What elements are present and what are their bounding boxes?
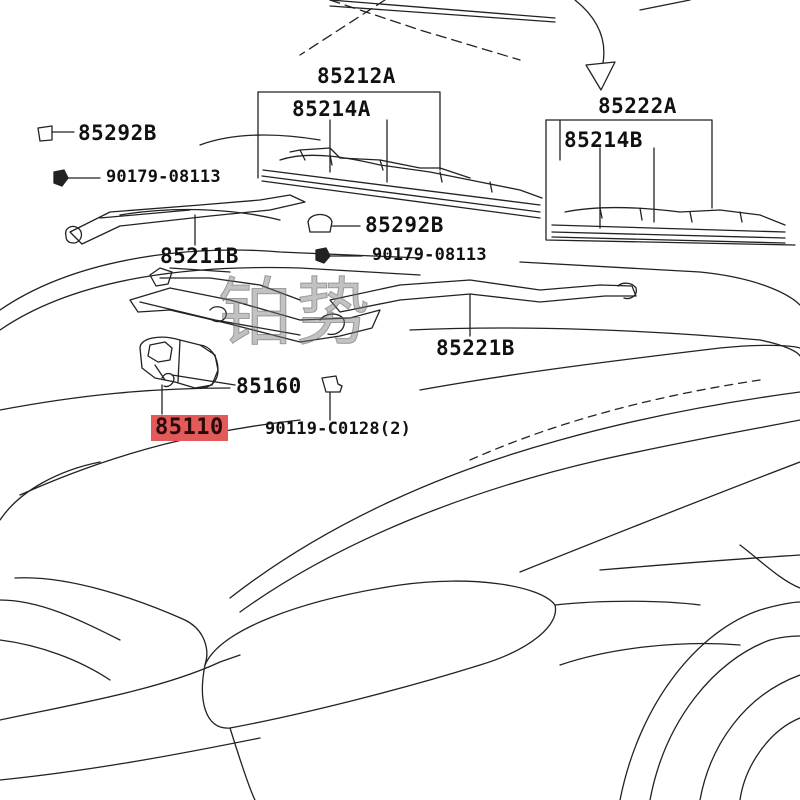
label-85221B: 85221B — [436, 336, 515, 360]
label-85222A: 85222A — [598, 94, 677, 118]
wiper-blade-85222A — [551, 206, 786, 244]
headlight — [201, 580, 557, 729]
leader-line — [545, 119, 713, 209]
car-body-outline — [229, 727, 256, 800]
label-85211B: 85211B — [160, 244, 239, 268]
car-body-outline — [0, 266, 421, 331]
leader-line — [171, 374, 236, 386]
wiper-arm-85211B — [65, 194, 306, 245]
car-body-outline — [119, 208, 281, 221]
car-body-outline — [519, 261, 800, 306]
label-90179-top: 90179-08113 — [106, 167, 221, 187]
cap-85292B-top — [37, 125, 53, 142]
car-body-outline — [739, 544, 800, 589]
nut-90179-top — [53, 169, 69, 187]
car-body-outline — [519, 461, 800, 573]
car-body-outline — [0, 599, 121, 641]
label-85214A: 85214A — [292, 97, 371, 121]
car-body-outline — [299, 0, 386, 56]
car-body-outline — [239, 419, 800, 613]
car-body-outline — [0, 461, 101, 521]
bolt-90119 — [321, 375, 343, 393]
car-body-outline — [0, 737, 261, 781]
wheel-arch — [619, 601, 800, 800]
car-body-outline — [419, 344, 800, 391]
arrow-icon — [585, 61, 616, 91]
car-body-outline — [599, 554, 800, 571]
car-body-outline — [329, 0, 521, 61]
car-body-outline — [0, 387, 231, 411]
car-body-outline — [19, 419, 301, 496]
label-85292B-mid: 85292B — [365, 213, 444, 237]
label-90179-mid: 90179-08113 — [372, 245, 487, 265]
car-body-outline — [0, 639, 111, 681]
wheel-arch — [739, 717, 800, 800]
label-90119: 90119-C0128(2) — [265, 419, 412, 439]
wheel-arch — [649, 635, 800, 800]
car-body-outline — [0, 654, 241, 721]
label-85110-highlighted: 85110 — [151, 415, 228, 441]
wiper-linkage — [129, 267, 381, 343]
wiper-motor-85110 — [139, 336, 219, 389]
car-body-outline — [554, 600, 701, 606]
car-body-outline — [199, 134, 321, 146]
car-body-outline — [639, 0, 691, 11]
car-body-outline — [559, 642, 741, 666]
car-body-outline — [14, 577, 208, 666]
car-body-outline — [469, 379, 761, 461]
nut-90179-mid — [315, 247, 331, 264]
car-body-outline — [0, 249, 421, 311]
car-body-outline — [229, 391, 800, 599]
label-85212A: 85212A — [317, 64, 396, 88]
car-body-outline — [409, 327, 800, 357]
wiper-blade-85212A — [261, 147, 543, 219]
cap-85292B-mid — [307, 213, 333, 233]
leader-line — [257, 91, 441, 171]
watermark: 铂势 — [218, 270, 374, 356]
label-85160: 85160 — [236, 374, 302, 398]
label-85292B-top: 85292B — [78, 121, 157, 145]
wheel-arch — [699, 674, 800, 800]
label-85214B: 85214B — [564, 128, 643, 152]
top-blade-fragment — [329, 0, 556, 23]
leader-line — [545, 119, 796, 246]
wiper-arm-85221B — [329, 279, 637, 313]
